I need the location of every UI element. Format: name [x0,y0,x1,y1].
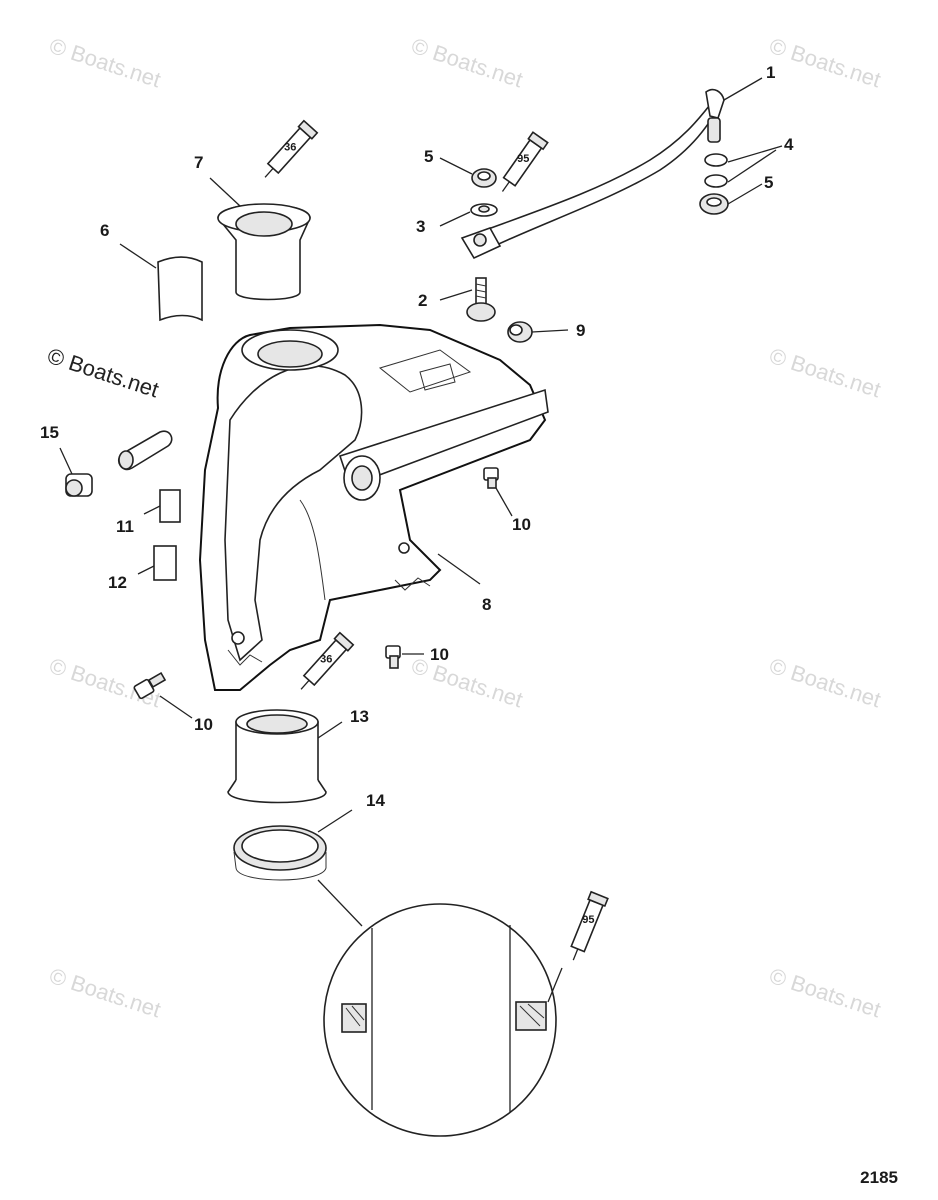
upper-bushing [217,203,311,301]
callout-7: 7 [194,153,203,172]
bolt [466,277,496,322]
callout-8: 8 [482,595,491,614]
sealant-tube-36: 36 [300,631,355,690]
callout-4: 4 [784,135,794,154]
watermark: © Boats.net [44,343,161,402]
callout-10: 10 [512,515,531,534]
watermark: © Boats.net [766,653,883,712]
figure-number: 2185 [860,1168,898,1187]
callout-11: 11 [116,517,134,536]
callout-10: 10 [194,715,213,734]
grease-fitting [385,645,401,669]
watermark: © Boats.net [766,343,883,402]
callout-5: 5 [424,147,433,166]
watermark: © Boats.net [766,33,883,92]
tube-label: 36 [320,654,332,666]
leader-lines [59,77,783,833]
watermark: © Boats.net [408,653,525,712]
callout-6: 6 [100,221,109,240]
tube-label: 95 [517,153,529,165]
watermark: © Boats.net [408,33,525,92]
detail-view [317,879,563,1137]
steering-arm [460,88,726,260]
seal [233,825,327,881]
shim [159,489,181,523]
sealant-tube-36: 36 [264,119,319,178]
callout-15: 15 [40,423,59,442]
callout-9: 9 [576,321,585,340]
sealant-tube-95: 95 [570,890,609,961]
hardware-stack [470,153,729,217]
callout-2: 2 [418,291,427,310]
callout-1: 1 [766,63,775,82]
shim [153,545,177,581]
pin [117,430,173,471]
tube-label: 36 [284,142,296,154]
watermarks: © Boats.net © Boats.net © Boats.net © Bo… [44,33,883,1022]
watermark: © Boats.net [46,33,163,92]
callouts: 1 4 5 5 3 2 9 7 6 8 10 10 10 13 14 15 11… [40,63,794,810]
sealant-tube-95: 95 [501,131,549,192]
bushing [507,321,533,343]
callout-5: 5 [764,173,773,192]
tube-label: 95 [582,914,594,926]
callout-10: 10 [430,645,449,664]
grease-fitting [133,671,167,700]
pad [157,256,203,322]
swivel-bracket [198,323,549,691]
lower-bushing [227,709,327,804]
watermark: © Boats.net [766,963,883,1022]
callout-13: 13 [350,707,369,726]
callout-12: 12 [108,573,127,592]
watermark: © Boats.net [46,963,163,1022]
callout-3: 3 [416,217,425,236]
callout-14: 14 [366,791,385,810]
grease-fitting [483,467,499,489]
plug [65,473,93,497]
